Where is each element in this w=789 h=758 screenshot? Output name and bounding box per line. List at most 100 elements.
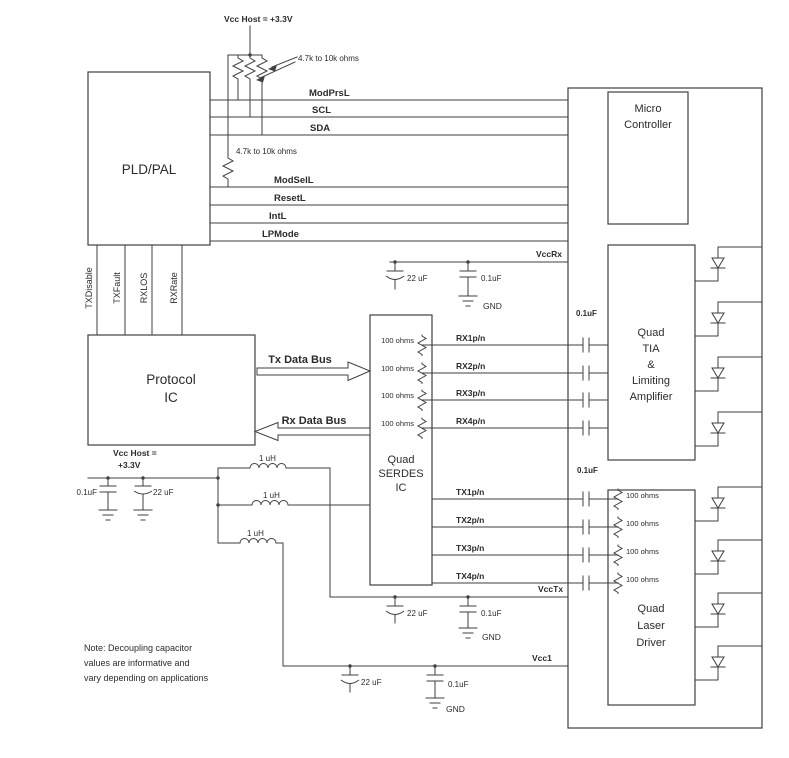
diode-icon xyxy=(694,301,763,337)
tx2-termination-value: 100 ohms xyxy=(626,519,659,528)
pld-pal-label: PLD/PAL xyxy=(122,162,177,177)
ground-icon xyxy=(425,697,445,709)
host-bulk-cap-value: 22 uF xyxy=(153,488,174,497)
laser-diodes xyxy=(694,486,763,681)
diode-icon xyxy=(694,246,763,282)
tx-data-bus: Tx Data Bus xyxy=(256,354,372,382)
inductor-icon xyxy=(251,500,289,506)
mcu-label-2: Controller xyxy=(624,119,672,131)
diode-icon xyxy=(694,486,763,522)
vccrx-bulk-cap-value: 22 uF xyxy=(407,274,428,283)
resetl-label: ResetL xyxy=(274,193,306,204)
note-line-2: values are informative and xyxy=(84,658,190,668)
tx3-termination-value: 100 ohms xyxy=(626,547,659,556)
tia-label-1: Quad xyxy=(638,327,665,339)
vccrx-label: VccRx xyxy=(536,249,562,259)
host-power-filter: Vcc Host = +3.3V 0.1uF 22 uF xyxy=(77,448,371,544)
rxrate-label: RXRate xyxy=(169,272,179,304)
host-bypass-cap-value: 0.1uF xyxy=(77,488,98,497)
right-arrow-icon xyxy=(256,361,372,382)
ground-icon xyxy=(133,509,153,521)
tia-label-4: Limiting xyxy=(632,375,670,387)
diode-icon xyxy=(694,592,763,628)
resistor-icon xyxy=(416,417,428,439)
inductor-value: 1 uH xyxy=(259,454,276,463)
resistor-icon xyxy=(416,389,428,411)
scl-label: SCL xyxy=(312,105,331,116)
vccrx-bypass-cap-value: 0.1uF xyxy=(481,274,502,283)
polarized-cap-icon xyxy=(385,261,405,290)
rx2-termination-value: 100 ohms xyxy=(381,364,414,373)
vcctx-label: VccTx xyxy=(538,584,563,594)
pullup-top-value: 4.7k to 10k ohms xyxy=(298,54,359,63)
vcctx-gnd-label: GND xyxy=(482,632,501,642)
txfault-label: TXFault xyxy=(112,272,122,304)
modsell-label: ModSelL xyxy=(274,175,314,186)
resistor-icon xyxy=(612,488,624,510)
resistor-icon xyxy=(612,544,624,566)
rx3-label: RX3p/n xyxy=(456,388,485,398)
diode-icon xyxy=(694,411,763,447)
vcctx-bypass-cap-value: 0.1uF xyxy=(481,609,502,618)
tia-label-2: TIA xyxy=(642,343,660,355)
resistor-icon xyxy=(231,55,245,100)
ground-icon xyxy=(458,627,478,639)
rx4-termination-value: 100 ohms xyxy=(381,419,414,428)
driver-label-3: Driver xyxy=(636,637,666,649)
vcc1-bulk-cap-value: 22 uF xyxy=(361,678,382,687)
arrowhead-icon xyxy=(256,75,265,83)
diode-icon xyxy=(694,356,763,392)
rxlos-label: RXLOS xyxy=(139,273,149,304)
resistor-icon xyxy=(612,572,624,594)
left-arrow-icon xyxy=(253,421,371,442)
diode-icon xyxy=(694,539,763,575)
tia-label-5: Amplifier xyxy=(630,391,673,403)
cap-icon xyxy=(459,261,477,297)
top-pullup-network: Vcc Host = +3.3V 4.7k to 10k ohms 4.7k t… xyxy=(221,14,359,187)
polarized-cap-icon xyxy=(133,477,153,511)
resistor-icon xyxy=(221,55,235,187)
tx1-termination-value: 100 ohms xyxy=(626,491,659,500)
photodiodes xyxy=(694,246,763,447)
tx4-label: TX4p/n xyxy=(456,571,484,581)
rx-channels: 0.1uF 100 ohms RX1p/n 100 ohms RX2p/n 10… xyxy=(381,309,609,439)
mcu-label-1: Micro xyxy=(635,103,662,115)
vcctx-rail: VccTx 22 uF 0.1uF GND xyxy=(329,467,569,642)
vcc-host-left-label-1: Vcc Host = xyxy=(113,448,157,458)
driver-label-1: Quad xyxy=(638,603,665,615)
cap-icon xyxy=(459,596,477,629)
serdes-label-2: SERDES xyxy=(378,468,423,480)
rx-coupling-cap-value: 0.1uF xyxy=(576,309,597,318)
pld-pal-block xyxy=(87,71,211,246)
protocol-ic-block xyxy=(87,334,256,446)
tx-data-bus-label: Tx Data Bus xyxy=(268,354,332,366)
micro-controller-block xyxy=(607,91,689,225)
rx1-label: RX1p/n xyxy=(456,333,485,343)
serdes-label-1: Quad xyxy=(388,454,415,466)
intl-label: IntL xyxy=(269,211,287,222)
callout-arrow xyxy=(259,61,296,79)
vcc1-bypass-cap-value: 0.1uF xyxy=(448,680,469,689)
vcc1-label: Vcc1 xyxy=(532,653,552,663)
resistor-icon xyxy=(416,362,428,384)
rx4-label: RX4p/n xyxy=(456,416,485,426)
inductor-value: 1 uH xyxy=(263,491,280,500)
ground-icon xyxy=(98,509,118,521)
rx1-termination-value: 100 ohms xyxy=(381,336,414,345)
resistor-icon xyxy=(612,516,624,538)
inductor-icon xyxy=(239,538,277,544)
tx-coupling-cap-value: 0.1uF xyxy=(577,466,598,475)
diode-icon xyxy=(694,645,763,681)
tx4-termination-value: 100 ohms xyxy=(626,575,659,584)
note-line-3: vary depending on applications xyxy=(84,673,209,683)
sda-label: SDA xyxy=(310,123,330,134)
pullup-mid-value: 4.7k to 10k ohms xyxy=(236,147,297,156)
tx1-label: TX1p/n xyxy=(456,487,484,497)
note-text: Note: Decoupling capacitor values are in… xyxy=(84,643,209,683)
protocol-label-1: Protocol xyxy=(146,372,196,387)
vcc-host-top-label: Vcc Host = +3.3V xyxy=(224,14,293,24)
vccrx-gnd-label: GND xyxy=(483,301,502,311)
polarized-cap-icon xyxy=(340,665,360,693)
